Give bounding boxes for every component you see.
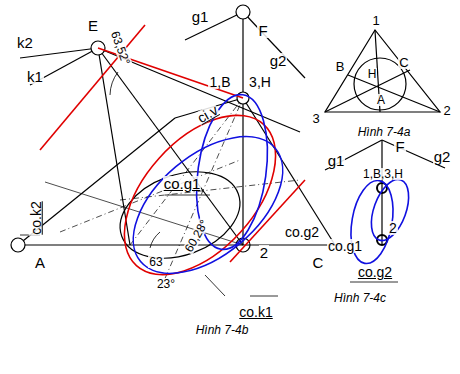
geometry-label: 63 [148,256,163,268]
geometry-label: g2 [269,53,288,68]
geometry-label: C [312,255,325,270]
geometry-label: A [376,94,386,106]
geometry-label: co.g1 [327,239,363,253]
geometry-label: C [398,56,409,69]
geometry-label: co.g1 [163,176,202,191]
geometry-label: F [394,139,405,154]
geometry-label: co.k1 [238,305,273,319]
geometry-label: co.g2 [284,225,320,239]
geometry-label: 3 [311,112,320,125]
geometry-label: 1,B [208,75,231,89]
geometry-label: B [335,60,346,73]
geometry-label: A [34,255,46,270]
geometry-label: 2 [259,245,269,260]
geometry-label: co.k2 [29,200,43,235]
geometry-label: k2 [16,35,34,50]
geometry-label: 2 [388,221,398,235]
geometry-label: 2 [442,104,451,117]
geometry-label: ci.v [194,102,221,126]
geometry-label: 3,H [248,75,272,89]
geometry-label: g1 [191,9,210,24]
geometry-label: g1 [327,153,346,168]
geometry-label: Hình 7-4c [333,292,387,304]
geometry-label: g2 [433,149,452,164]
geometry-label: Hình 7-4b [195,324,250,336]
geometry-label: 23° [156,278,176,290]
geometry-label: co.g2 [357,265,393,279]
geometry-label: H [367,68,378,80]
geometry-label: 1 [371,14,380,27]
geometry-label: 63,52° [108,29,132,68]
geometry-label: E [87,18,99,33]
geometry-label: F [257,23,268,38]
geometry-label: Hình 7-4a [357,126,412,138]
geometry-label: 1,B,3,H [362,168,404,180]
geometry-label: k1 [26,69,44,84]
